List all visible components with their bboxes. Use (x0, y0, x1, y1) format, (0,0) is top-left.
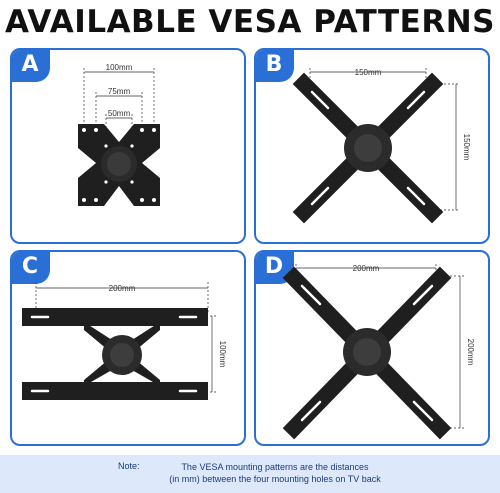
panel-a-diagram: 100mm 75mm 50mm (78, 63, 160, 206)
panel-d-diagram: 200mm 200mm (282, 264, 475, 440)
panel-d-dim-height: 200mm (466, 339, 475, 366)
note-bar: Note: The VESA mounting patterns are the… (0, 455, 500, 493)
page-title: AVAILABLE VESA PATTERNS (5, 4, 495, 40)
panel-a: A 100mm 75mm 50mm (10, 48, 246, 244)
panel-a-dim-100: 100mm (106, 63, 133, 72)
note-text: The VESA mounting patterns are the dista… (150, 461, 400, 485)
panel-b-diagram: 150mm 150mm (292, 68, 471, 224)
panel-c-dim-width: 200mm (109, 284, 136, 293)
panel-c-dim-height: 100mm (218, 341, 227, 368)
panel-d-dim-width: 200mm (353, 264, 380, 273)
panel-c: C 200mm 100mm (10, 250, 246, 446)
panel-a-letter: A (12, 50, 50, 82)
note-line-1: The VESA mounting patterns are the dista… (181, 462, 369, 472)
panel-b-letter: B (256, 50, 294, 82)
panel-b: B 150mm 150mm (254, 48, 490, 244)
panel-c-diagram: 200mm 100mm (22, 282, 227, 400)
note-line-2: (in mm) between the four mounting holes … (169, 474, 381, 484)
panel-a-dim-75: 75mm (108, 87, 131, 96)
panel-d: D 200mm 200mm (254, 250, 490, 446)
panel-b-dim-width: 150mm (355, 68, 382, 77)
panel-c-letter: C (12, 252, 50, 284)
panel-b-dim-height: 150mm (462, 134, 471, 161)
note-label: Note: (118, 461, 140, 471)
panel-a-dim-50: 50mm (108, 109, 131, 118)
